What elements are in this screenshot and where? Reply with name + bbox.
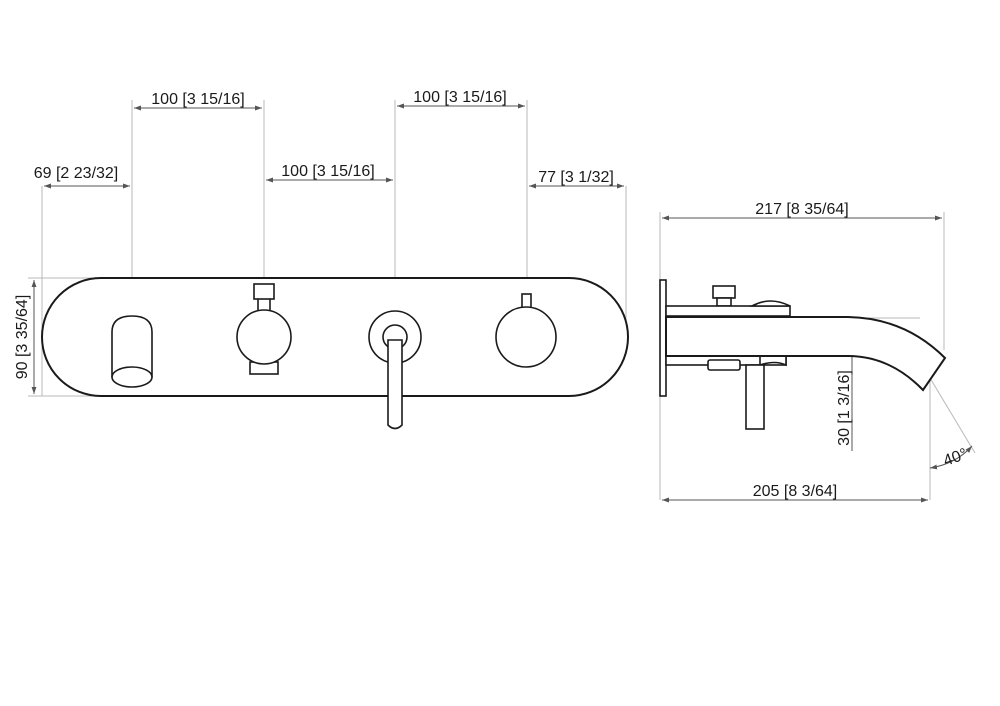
front-view: 100 [3 15/16] 100 [3 15/16] 100 [3 15/16…: [14, 89, 629, 430]
dim-spacing-1: 100 [3 15/16]: [151, 91, 244, 108]
dim-spacing-3: 100 [3 15/16]: [281, 163, 374, 180]
wall-plate: [41, 277, 629, 397]
mixer-lever: [368, 310, 422, 430]
dim-plate-height: 90 [3 35/64]: [14, 295, 31, 380]
lever-side: [745, 364, 765, 430]
dim-total-length: 217 [8 35/64]: [755, 201, 848, 218]
diverter-knob: [236, 283, 292, 375]
spout-side: [665, 316, 947, 392]
dim-left-offset: 69 [2 23/32]: [34, 165, 119, 182]
dim-spacing-2: 100 [3 15/16]: [413, 89, 506, 106]
dimension-lines: [31, 103, 624, 394]
dim-spout-angle: 40°: [941, 446, 970, 470]
dim-spout-height: 30 [1 3/16]: [836, 370, 853, 446]
side-diverter: [712, 285, 736, 307]
extension-lines: [28, 100, 627, 397]
thermostat-knob: [495, 293, 557, 368]
dim-spout-reach: 205 [8 3/64]: [753, 483, 838, 500]
dim-right-offset: 77 [3 1/32]: [538, 169, 614, 186]
spout-front: [111, 315, 153, 388]
side-view: 217 [8 35/64] 205 [8 3/64] 30 [1 3/16] 4…: [659, 201, 976, 503]
